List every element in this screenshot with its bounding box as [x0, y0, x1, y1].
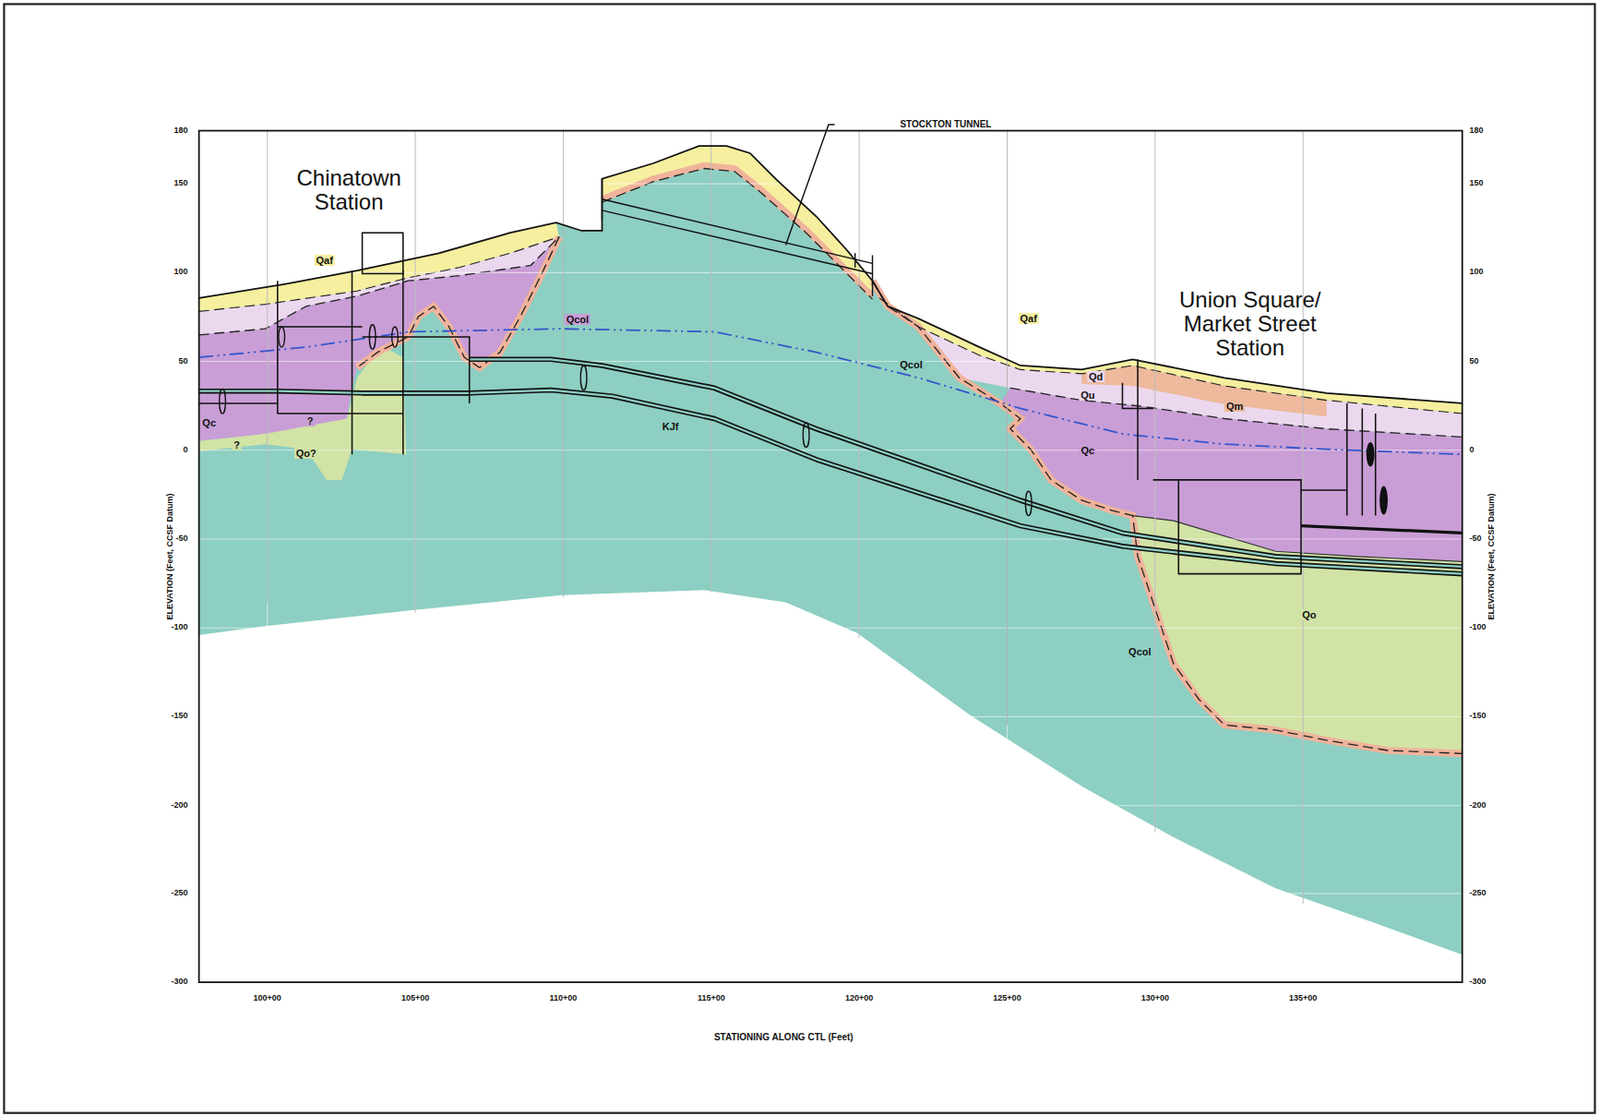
axis-title: STATIONING ALONG CTL (Feet)	[714, 1030, 854, 1041]
unit-label: Qc	[1079, 444, 1098, 456]
tick-label: 105+00	[401, 993, 430, 1003]
tick-label: 100	[1468, 267, 1483, 277]
tick-label: -100	[1468, 622, 1486, 633]
tick-label: -250	[170, 888, 188, 898]
unit-label: Qc	[200, 417, 218, 429]
tick-label: 150	[173, 179, 188, 189]
unit-label: Qm	[1224, 400, 1245, 412]
tick-label: -150	[1468, 711, 1486, 721]
tick-label: 180	[1468, 126, 1483, 136]
tick-label: 115+00	[697, 993, 726, 1003]
tick-label: 150	[1468, 179, 1483, 189]
unit-label: Qo?	[294, 447, 319, 459]
tick-label: -300	[1468, 977, 1486, 987]
unit-label: KJf	[660, 420, 681, 432]
tick-label: 180	[173, 126, 188, 136]
tick-label: 100+00	[253, 993, 282, 1003]
unit-label: Qcol	[1126, 644, 1153, 657]
tick-label: 130+00	[1141, 993, 1170, 1003]
unit-label: Qo	[1300, 608, 1318, 621]
tick-label: 110+00	[549, 993, 577, 1003]
unit-label: Qu	[1078, 389, 1097, 401]
tunnel-name: STOCKTON TUNNEL	[899, 118, 992, 129]
tick-label: 0	[1468, 445, 1474, 455]
unit-label: Qcol	[564, 313, 591, 325]
tick-label: -300	[170, 977, 188, 987]
station-name: Union Square/ Market Street Station	[1158, 287, 1343, 361]
tick-label: 50	[1468, 357, 1479, 367]
tick-label: -150	[170, 711, 188, 721]
unit-label: Qd	[1086, 370, 1105, 383]
uncertain-mark: ?	[231, 439, 242, 451]
axis-title: ELEVATION (Feet, CCSF Datum)	[1487, 492, 1497, 620]
tick-label: -100	[170, 622, 188, 633]
tick-label: -200	[170, 800, 188, 811]
tick-label: 125+00	[992, 993, 1021, 1003]
unit-label: Qaf	[1018, 312, 1039, 324]
station-name: Chinatown Station	[279, 165, 418, 215]
tick-label: 100	[173, 267, 188, 277]
tick-label: 0	[182, 445, 188, 455]
tick-label: -50	[1468, 534, 1481, 544]
tick-label: 50	[178, 357, 188, 367]
uncertain-mark: ?	[305, 415, 316, 427]
tick-label: -200	[1468, 800, 1486, 811]
axis-title: ELEVATION (Feet, CCSF Datum)	[166, 492, 176, 620]
tick-label: -250	[1468, 888, 1486, 898]
tick-label: 120+00	[845, 993, 873, 1003]
unit-label: Qaf	[314, 254, 335, 266]
unit-label: Qcol	[897, 358, 924, 371]
tick-label: 135+00	[1289, 993, 1317, 1003]
tick-label: -50	[175, 534, 188, 544]
